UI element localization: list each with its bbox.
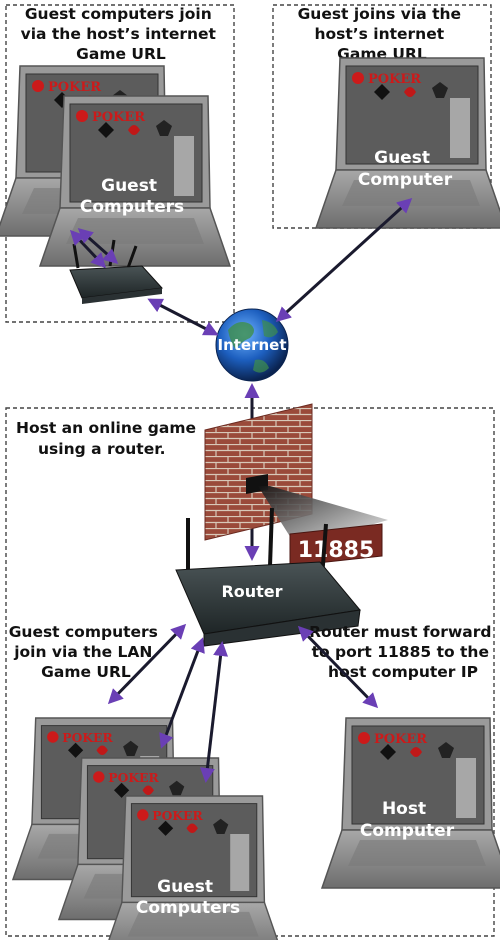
internet-label: Internet — [217, 336, 286, 354]
connection-arrow — [159, 637, 205, 749]
lan-note-line: Guest computers — [9, 623, 158, 641]
laptop-label-line: Guest — [157, 877, 213, 897]
laptop-label-line: Guest — [101, 176, 157, 196]
connection-arrow — [275, 197, 413, 323]
top-left-caption-line: Game URL — [76, 45, 166, 63]
top-right-laptop-label: Guest Computer — [358, 148, 453, 190]
top-left-box — [5, 4, 235, 323]
forward-note-line: to port 11885 to the — [312, 643, 489, 661]
top-left-caption: Guest computers join via the host’s inte… — [21, 5, 222, 63]
host-caption-line: Host an online game — [16, 419, 196, 437]
router-icon — [175, 507, 361, 647]
forward-note: Router must forward to port 11885 to the… — [309, 623, 497, 681]
top-right-caption-line: Guest joins via the — [298, 5, 461, 23]
top-left-caption-line: via the host’s internet — [21, 25, 217, 43]
connection-arrow — [199, 641, 229, 783]
laptop-label-line: Host — [382, 799, 426, 819]
laptop-label-line: Guest — [374, 148, 430, 168]
laptop-label-line: Computer — [360, 821, 455, 841]
laptop-label-line: Computers — [136, 898, 240, 918]
guest-computers-label: Guest Computers — [136, 877, 240, 918]
laptop-label-line: Computer — [358, 170, 453, 190]
top-left-caption-line: Guest computers join — [25, 5, 212, 23]
connection-arrow — [297, 625, 379, 709]
host-area-caption: Host an online game using a router. — [16, 419, 201, 458]
lan-note-line: join via the LAN — [13, 643, 152, 661]
globe-icon — [215, 308, 289, 382]
lan-note-line: Game URL — [41, 663, 131, 681]
connection-arrow — [147, 298, 219, 336]
port-label: 11885 — [298, 538, 375, 563]
top-right-caption-line: host’s internet — [314, 25, 444, 43]
host-caption-line: using a router. — [38, 440, 166, 458]
laptop-icon — [102, 795, 285, 940]
connection-arrow — [77, 228, 119, 264]
router-label: Router — [221, 582, 282, 601]
top-right-caption: Guest joins via the host’s internet Game… — [298, 5, 467, 63]
host-computer-label: Host Computer — [360, 799, 455, 841]
router-icon — [69, 239, 164, 304]
firewall-icon — [204, 403, 388, 546]
forward-note-line: Router must forward — [309, 623, 491, 641]
port-box: 11885 — [289, 523, 383, 567]
laptop-label-line: Computers — [80, 197, 184, 217]
top-left-laptop-label: Guest Computers — [80, 176, 184, 217]
